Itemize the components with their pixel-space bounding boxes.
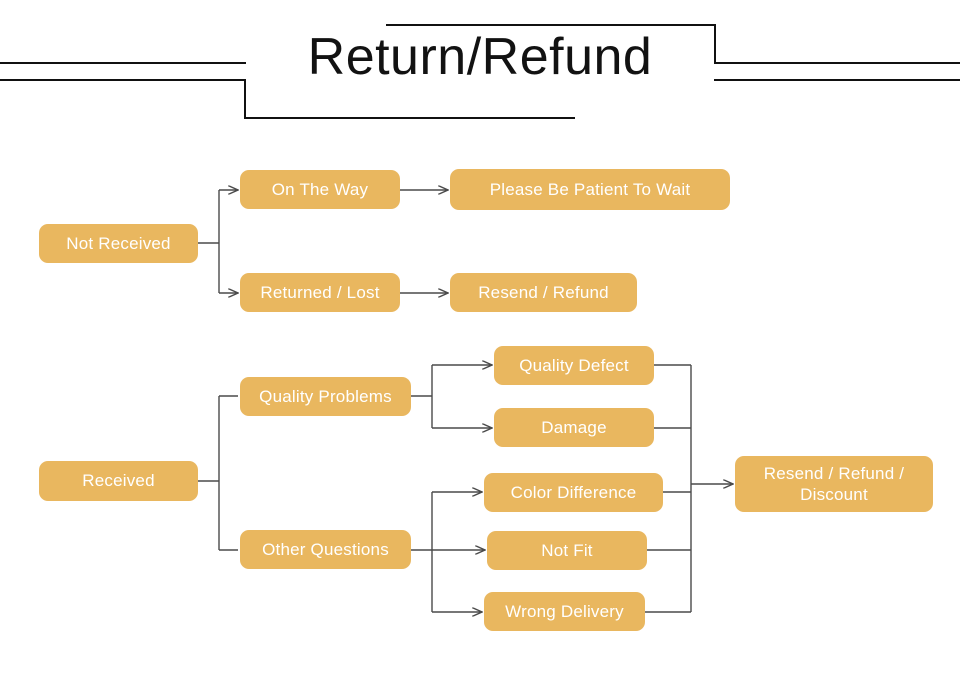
node-damage[interactable]: Damage bbox=[494, 408, 654, 447]
node-quality-defect[interactable]: Quality Defect bbox=[494, 346, 654, 385]
node-please-be-patient-to-wait[interactable]: Please Be Patient To Wait bbox=[450, 169, 730, 210]
page-header: Return/Refund bbox=[0, 0, 960, 135]
node-returned-lost[interactable]: Returned / Lost bbox=[240, 273, 400, 312]
header-rule-top bbox=[386, 24, 716, 26]
header-rule-right-vertical bbox=[714, 24, 716, 64]
node-resend-refund-discount[interactable]: Resend / Refund / Discount bbox=[735, 456, 933, 512]
node-quality-problems[interactable]: Quality Problems bbox=[240, 377, 411, 416]
node-received[interactable]: Received bbox=[39, 461, 198, 501]
node-resend-refund[interactable]: Resend / Refund bbox=[450, 273, 637, 312]
node-not-fit[interactable]: Not Fit bbox=[487, 531, 647, 570]
node-not-received[interactable]: Not Received bbox=[39, 224, 198, 263]
header-rule-right-lower bbox=[714, 79, 960, 81]
node-wrong-delivery[interactable]: Wrong Delivery bbox=[484, 592, 645, 631]
header-rule-bottom-left bbox=[244, 117, 575, 119]
header-rule-left-upper bbox=[0, 62, 246, 64]
page-title: Return/Refund bbox=[307, 28, 653, 86]
node-color-difference[interactable]: Color Difference bbox=[484, 473, 663, 512]
node-other-questions[interactable]: Other Questions bbox=[240, 530, 411, 569]
header-rule-left-lower bbox=[0, 79, 246, 81]
header-rule-right-upper bbox=[714, 62, 960, 64]
header-rule-left-vertical bbox=[244, 79, 246, 119]
node-on-the-way[interactable]: On The Way bbox=[240, 170, 400, 209]
